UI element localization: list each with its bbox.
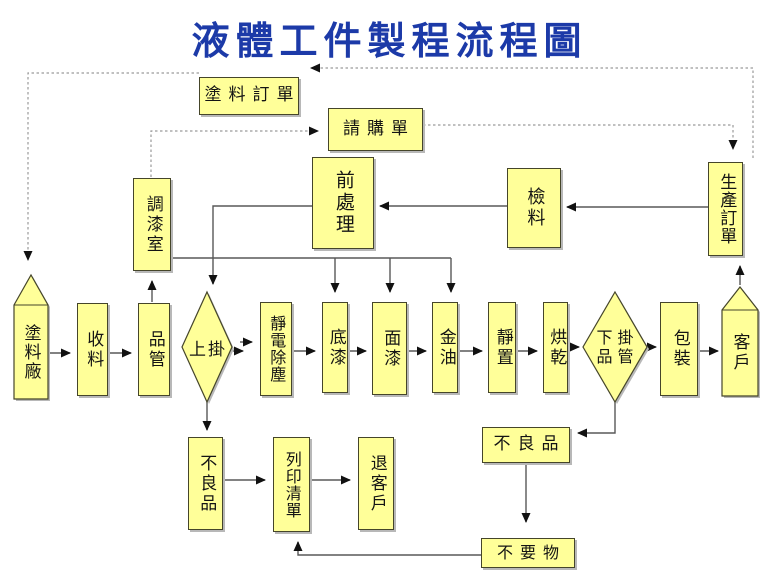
edge-production-order-to-paint-order (310, 63, 754, 158)
node-hang-up: 上掛 (189, 339, 227, 360)
page-title: 液體工件製程流程圖 (191, 18, 588, 63)
node-baking: 烘乾 (543, 302, 568, 393)
node-paint-order: 塗料訂單 (199, 77, 299, 115)
node-unwanted-material: 不要物 (481, 538, 575, 568)
edge-purchase-requisition-to-production-order (423, 124, 738, 150)
edge-paint-mixing-room-to-purchase-requisition (150, 126, 319, 177)
hang-up-diamond-shape (181, 290, 233, 404)
node-purchase-requisition: 請購單 (328, 108, 423, 151)
take-down-qc-diamond-shape (582, 290, 648, 404)
node-material-inspection: 檢料 (507, 168, 561, 248)
take-down-qc-line2: 品管 (596, 347, 639, 366)
node-pretreatment: 前處理 (312, 157, 374, 249)
node-settling: 靜置 (488, 302, 516, 393)
node-receive-material: 收料 (77, 303, 108, 396)
node-defective-left: 不良品 (188, 437, 223, 530)
node-primer: 底漆 (322, 302, 348, 393)
node-topcoat: 面漆 (372, 302, 407, 395)
node-electrostatic-dedusting: 靜電除塵 (260, 302, 292, 396)
customer-pentagon-shape (721, 286, 759, 397)
node-paint-factory: 塗料廠 (20, 323, 41, 381)
edge-pretreatment-to-hang-up (208, 205, 312, 285)
edge-take-down-qc-to-defective-right (577, 402, 616, 438)
node-print-list: 列印清單 (273, 437, 310, 532)
paint-factory-pentagon-shape (13, 273, 49, 400)
node-clear-coat: 金油 (432, 302, 458, 393)
node-quality-control: 品管 (138, 303, 170, 396)
node-defective-right: 不良品 (482, 427, 570, 463)
edge-paint-order-to-paint-factory (23, 72, 199, 261)
node-return-to-customer: 退客戶 (358, 437, 394, 530)
node-paint-mixing-room: 調漆室 (133, 178, 171, 271)
node-production-order: 生產訂單 (708, 162, 743, 256)
node-take-down-qc: 下掛 品管 (583, 292, 647, 402)
node-packaging: 包裝 (660, 302, 698, 396)
edge-unwanted-to-print-list (293, 541, 481, 556)
node-customer: 客戶 (729, 333, 750, 373)
take-down-qc-line1: 下掛 (596, 327, 639, 347)
